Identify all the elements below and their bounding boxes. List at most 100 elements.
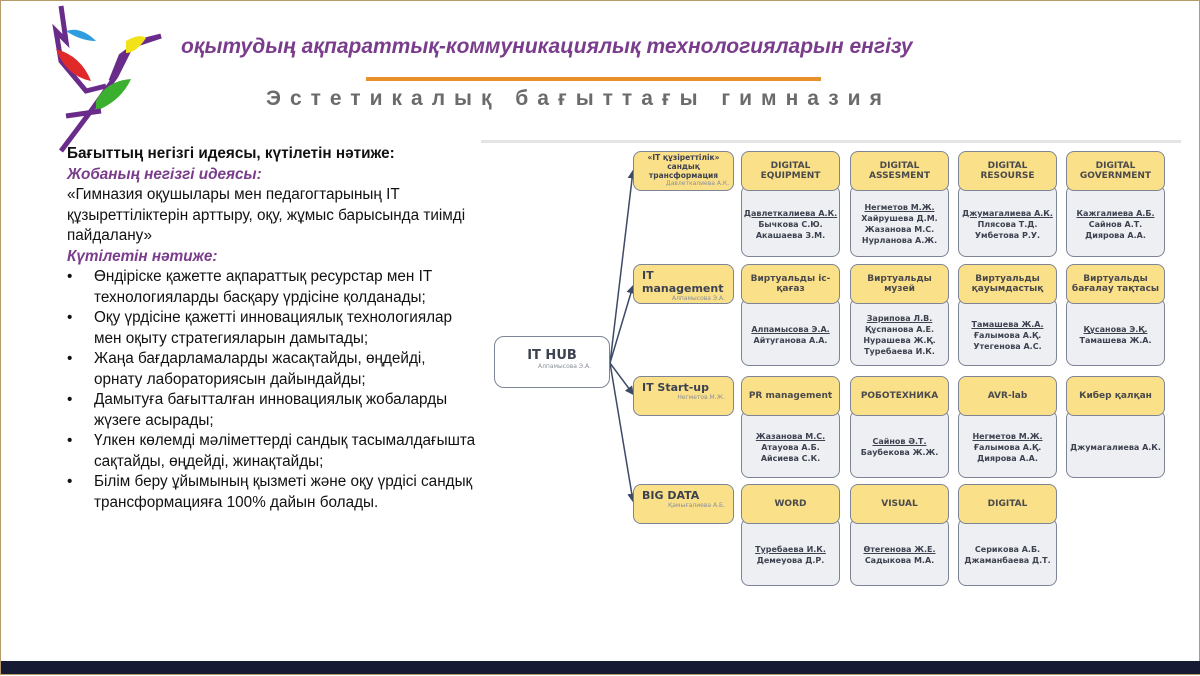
unit-members: Өтегенова Ж.Е.Садыкова М.А. — [850, 518, 949, 586]
unit-members: Серикова А.Б. Джаманбаева Д.Т. — [958, 518, 1057, 586]
unit-members: Давлеткалиева А.К.Бычкова С.Ю.Акашаева З… — [741, 185, 840, 257]
unit-title: РОБОТЕХНИКА — [860, 391, 939, 401]
unit-title: AVR-lab — [987, 391, 1028, 401]
unit-title: DIGITAL GOVERNMENT — [1079, 161, 1152, 181]
branch-lead: Қамығалиева А.Б. — [668, 502, 725, 509]
unit-members: Джумагалиева А.К. — [1066, 410, 1165, 478]
unit-lead: Алпамысова Э.А. — [751, 325, 830, 334]
branch-label: BIG DATA — [642, 489, 700, 502]
unit-member: Ғалымова А.Қ. — [973, 442, 1042, 452]
unit-member: Хайрушева Д.М. — [861, 214, 938, 223]
slide-title: оқытудың ақпараттық-коммуникациялық техн… — [181, 35, 913, 58]
unit-member: Ғалымова А.Қ. — [973, 330, 1042, 340]
unit-header: AVR-lab — [958, 376, 1057, 416]
branch-lead: Негметов М.Ж. — [677, 394, 725, 401]
unit-title: DIGITAL EQUIPMENT — [760, 161, 821, 181]
branch-label: IT Start-up — [642, 381, 709, 394]
unit-title: Виртуальды қауымдастық — [971, 274, 1044, 294]
unit-header: DIGITAL RESOURSE — [958, 151, 1057, 191]
unit-member: Джаманбаева Д.Т. — [964, 556, 1051, 565]
results-list: Өндіріске қажетте ақпараттық ресурстар м… — [67, 267, 477, 513]
branch-node: «IT құзіреттілік» сандық трансформация Д… — [633, 151, 734, 191]
unit-header: WORD — [741, 484, 840, 524]
unit-lead: Кажгалиева А.Б. — [1076, 208, 1155, 218]
unit-member: Демеуова Д.Р. — [756, 556, 825, 565]
branch-node: BIG DATA Қамығалиева А.Б. — [633, 484, 734, 524]
unit-member: Тамашева Ж.А. — [1079, 336, 1152, 345]
description-panel: Бағыттың негізгі идеясы, күтілетін нәтиж… — [67, 144, 477, 513]
hub-label: IT HUB — [527, 348, 577, 363]
description-heading: Бағыттың негізгі идеясы, күтілетін нәтиж… — [67, 145, 395, 162]
unit-member: Баубекова Ж.Ж. — [860, 448, 939, 457]
unit-member: Серикова А.Б. — [974, 545, 1041, 554]
unit-member: Туребаева И.К. — [864, 347, 935, 356]
unit-member: Айсиева С.К. — [760, 453, 821, 463]
unit-title: PR management — [748, 391, 833, 401]
logo-bird — [52, 5, 162, 153]
unit-title: VISUAL — [881, 499, 918, 509]
unit-members: Туребаева И.К.Демеуова Д.Р. — [741, 518, 840, 586]
unit-member: Нурашева Ж.Қ. — [863, 336, 936, 345]
list-item: Білім беру ұйымының қызметі және оқу үрд… — [67, 472, 477, 513]
unit-title: Виртуальды музей — [867, 274, 932, 294]
list-item: Оқу үрдісіне қажетті инновациялық технол… — [67, 308, 477, 349]
unit-lead: Сайнов Ә.Т. — [872, 437, 927, 446]
unit-members: Сайнов Ә.Т. Баубекова Ж.Ж. — [850, 410, 949, 478]
unit-title: DIGITAL ASSESMENT — [869, 161, 930, 181]
unit-member: Плясова Т.Д. — [977, 219, 1038, 229]
unit-members: Жазанова М.С.Атауова А.Б.Айсиева С.К. — [741, 410, 840, 478]
unit-lead: Джумагалиева А.К. — [962, 208, 1053, 218]
unit-members: Алпамысова Э.А. Айтуганова А.А. — [741, 298, 840, 366]
footer-bar — [1, 661, 1200, 674]
idea-label: Жобаның негізгі идеясы: — [67, 165, 262, 183]
branch-label: IT management — [642, 269, 724, 295]
unit-member: Акашаева З.М. — [755, 230, 826, 240]
unit-lead: Негметов М.Ж. — [972, 431, 1043, 441]
branch-node: IT Start-up Негметов М.Ж. — [633, 376, 734, 416]
unit-member: Джумагалиева А.К. — [1070, 442, 1161, 452]
slide-subtitle: Эстетикалық бағыттағы гимназия — [266, 87, 891, 110]
title-divider — [366, 77, 821, 81]
unit-header: VISUAL — [850, 484, 949, 524]
unit-header: Виртуальды қауымдастық — [958, 264, 1057, 304]
unit-header: DIGITAL GOVERNMENT — [1066, 151, 1165, 191]
unit-members: Кажгалиева А.Б.Сайнов А.Т.Диярова А.А. — [1066, 185, 1165, 257]
unit-member: Диярова А.А. — [977, 453, 1038, 463]
unit-header: DIGITAL ASSESMENT — [850, 151, 949, 191]
list-item: Жаңа бағдарламаларды жасақтайды, өңдейді… — [67, 349, 477, 390]
branch-lead: Алпамысова Э.А. — [671, 295, 725, 302]
branch-label: «IT құзіреттілік» сандық трансформация — [647, 153, 720, 180]
unit-member: Садыкова М.А. — [864, 556, 935, 565]
unit-lead: Зарипова Л.В. — [866, 314, 933, 323]
unit-members: Джумагалиева А.К.Плясова Т.Д.Умбетова Р.… — [958, 185, 1057, 257]
unit-member: Атауова А.Б. — [761, 442, 820, 452]
unit-title: DIGITAL — [987, 499, 1028, 509]
unit-member: Умбетова Р.У. — [974, 230, 1041, 240]
branch-lead: Давлеткалиева А.К. — [666, 180, 729, 187]
unit-member: Утегенова А.С. — [973, 341, 1042, 351]
unit-header: PR management — [741, 376, 840, 416]
branch-node: IT management Алпамысова Э.А. — [633, 264, 734, 304]
unit-title: DIGITAL RESOURSE — [980, 161, 1035, 181]
unit-header: DIGITAL EQUIPMENT — [741, 151, 840, 191]
unit-member: Жазанова М.С. — [864, 225, 935, 234]
list-item: Дамытуға бағытталған инновациялық жобала… — [67, 390, 477, 431]
unit-title: Виртуальды бағалау тақтасы — [1071, 274, 1160, 294]
unit-header: Виртуальды музей — [850, 264, 949, 304]
unit-member: Сайнов А.Т. — [1088, 219, 1143, 229]
unit-member: Бычкова С.Ю. — [758, 219, 823, 229]
unit-header: DIGITAL — [958, 484, 1057, 524]
divider — [481, 140, 1181, 143]
unit-lead: Тамашева Ж.А. — [971, 319, 1044, 329]
unit-member: Диярова А.А. — [1085, 230, 1146, 240]
unit-title: Кибер қалқан — [1079, 391, 1152, 401]
unit-lead: Давлеткалиева А.К. — [743, 208, 838, 218]
unit-title: Виртуальды іс-қағаз — [750, 274, 831, 294]
unit-lead: Жазанова М.С. — [755, 431, 826, 441]
list-item: Үлкен көлемді мәліметтерді сандық тасыма… — [67, 431, 477, 472]
unit-members: Негметов М.Ж.Хайрушева Д.М.Жазанова М.С.… — [850, 185, 949, 257]
unit-member: Айтуганова А.А. — [753, 336, 828, 345]
unit-header: Виртуальды бағалау тақтасы — [1066, 264, 1165, 304]
list-item: Өндіріске қажетте ақпараттық ресурстар м… — [67, 267, 477, 308]
